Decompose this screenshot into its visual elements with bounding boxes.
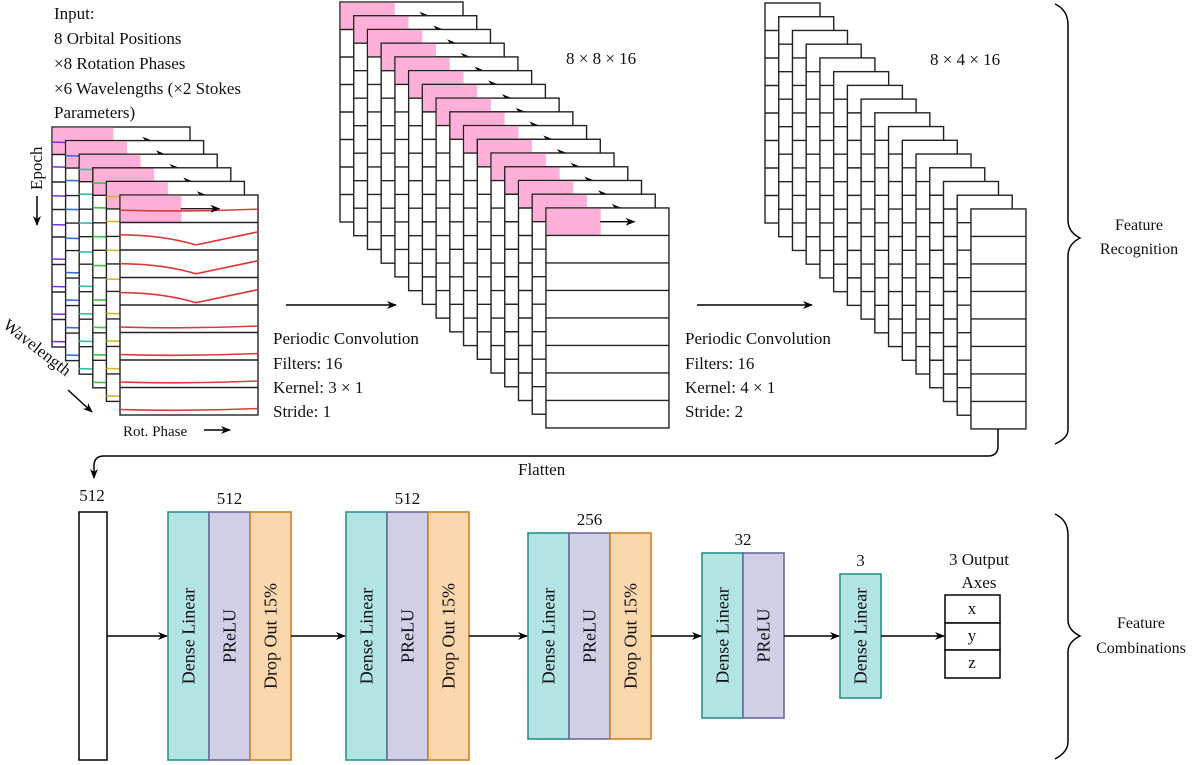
conv1-shape-label: 8 × 8 × 16 — [566, 49, 636, 68]
signal-curve — [119, 259, 259, 275]
epoch-axis-label: Epoch — [27, 146, 46, 226]
output-axis-x: x — [968, 599, 977, 618]
input-title-line: ×8 Rotation Phases — [54, 54, 185, 73]
block-size-label: 512 — [217, 489, 243, 508]
output-title-line: 3 Output — [949, 550, 1009, 569]
conv2-label-line: Stride: 2 — [685, 402, 743, 421]
conv1-label: Periodic Convolution Filters: 16 Kernel:… — [273, 329, 419, 421]
epoch-label: Epoch — [27, 146, 46, 190]
conv1-label-line: Stride: 1 — [273, 402, 331, 421]
feature-combinations-brace — [1054, 513, 1082, 760]
rot-phase-axis-label: Rot. Phase — [123, 424, 231, 440]
dropout-layer-label: Drop Out 15% — [439, 583, 459, 689]
dense-linear-layer-box — [839, 573, 882, 699]
feature-recognition-label: Feature — [1115, 217, 1163, 234]
block-size-label: 3 — [856, 551, 865, 570]
prelu-layer-label: PReLU — [398, 609, 418, 663]
conv1-output-stack — [339, 1, 670, 429]
block-size-label: 32 — [735, 530, 752, 549]
flatten-connector — [90, 429, 999, 479]
conv2-label-line: Periodic Convolution — [685, 329, 831, 348]
flattened-input-vector: 512 — [78, 486, 108, 761]
input-description: Input: 8 Orbital Positions ×8 Rotation P… — [54, 4, 241, 122]
block-size-label: 512 — [395, 489, 421, 508]
kernel-highlight — [546, 208, 601, 236]
feature-recognition-brace — [1054, 3, 1082, 445]
dropout-layer-box — [427, 511, 470, 761]
input-title-line: 8 Orbital Positions — [54, 29, 182, 48]
conv1-layer — [545, 207, 670, 429]
output-axes: 3 Output Axes x y z — [944, 550, 1009, 679]
dropout-layer-box — [609, 532, 652, 740]
conv2-layer — [970, 208, 1027, 430]
conv1-label-line: Filters: 16 — [273, 354, 342, 373]
dense-linear-layer-label: Dense Linear — [713, 587, 733, 683]
signal-curve — [119, 288, 259, 304]
signal-curve — [119, 352, 259, 357]
rot-phase-label: Rot. Phase — [123, 424, 188, 440]
flatten-label: Flatten — [518, 460, 566, 479]
flattened-size-label: 512 — [79, 486, 105, 505]
feature-combinations-label: Feature — [1117, 615, 1165, 632]
prelu-layer-box — [208, 511, 251, 761]
dense-linear-layer-label: Dense Linear — [179, 588, 199, 684]
signal-curve — [119, 407, 259, 412]
output-axis-z-cell — [944, 649, 1001, 679]
wavelength-arrow-icon — [67, 389, 93, 413]
conv1-label-line: Periodic Convolution — [273, 329, 419, 348]
output-title-line: Axes — [962, 573, 997, 592]
signal-curve — [119, 380, 259, 384]
prelu-layer-label: PReLU — [220, 609, 240, 663]
input-title-line: Input: — [54, 4, 95, 23]
dense-linear-layer-box — [527, 532, 570, 740]
output-axis-z: z — [968, 653, 976, 672]
kernel-highlight — [120, 195, 182, 223]
dense-linear-layer-label: Dense Linear — [539, 588, 559, 684]
dropout-layer-label: Drop Out 15% — [621, 583, 641, 689]
feature-combinations-label: Combinations — [1096, 640, 1186, 657]
conv2-label: Periodic Convolution Filters: 16 Kernel:… — [685, 329, 831, 421]
conv1-label-line: Kernel: 3 × 1 — [273, 378, 363, 397]
output-axis-y: y — [968, 626, 977, 645]
input-title-line: Parameters) — [54, 103, 135, 122]
conv2-shape-label: 8 × 4 × 16 — [930, 50, 1000, 69]
conv2-label-line: Kernel: 4 × 1 — [685, 378, 775, 397]
input-layer — [119, 194, 259, 416]
prelu-layer-label: PReLU — [754, 608, 774, 662]
input-tensor-stack — [51, 126, 259, 416]
input-title-line: ×6 Wavelengths (×2 Stokes — [54, 79, 241, 98]
dropout-layer-box — [249, 511, 292, 761]
feature-recognition-label: Recognition — [1100, 241, 1178, 258]
conv2-output-stack — [764, 2, 1027, 430]
dense-linear-layer-box — [167, 511, 210, 761]
signal-curve — [119, 208, 259, 212]
dense-linear-layer-label: Dense Linear — [851, 588, 871, 684]
dense-linear-layer-box — [701, 552, 744, 719]
prelu-layer-box — [742, 552, 785, 719]
signal-curve — [119, 231, 259, 246]
block-size-label: 256 — [577, 510, 603, 529]
conv2-label-line: Filters: 16 — [685, 354, 754, 373]
dense-linear-layer-label: Dense Linear — [357, 588, 377, 684]
flattened-vector-box — [78, 511, 108, 761]
dense-linear-layer-box — [345, 511, 388, 761]
dropout-layer-label: Drop Out 15% — [261, 583, 281, 689]
signal-curve — [119, 325, 259, 329]
prelu-layer-label: PReLU — [580, 609, 600, 663]
